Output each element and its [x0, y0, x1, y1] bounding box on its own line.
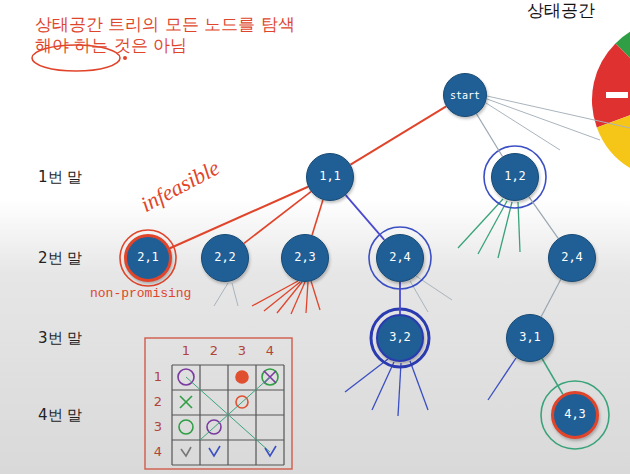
node-label: 3,1	[519, 331, 541, 344]
board-number: 4	[154, 444, 162, 460]
hand-ring	[484, 146, 546, 208]
tree-node: 2,3	[281, 234, 329, 282]
row-label: 3번 말	[38, 329, 82, 348]
node-label: 1,2	[504, 170, 526, 183]
node-label: 2,1	[137, 251, 159, 264]
board-frame	[145, 338, 292, 469]
board-number: 1	[182, 343, 190, 359]
branch-line	[372, 362, 394, 410]
hand-dot	[123, 56, 127, 60]
tree-edge	[346, 195, 385, 240]
branch-line	[488, 358, 516, 400]
diagonal-mark	[186, 377, 270, 452]
tick-mark	[209, 446, 220, 456]
tree-node: 2,4	[376, 234, 424, 282]
fan-line	[311, 281, 320, 310]
blue-branches	[345, 358, 516, 416]
branch-line	[214, 283, 228, 306]
branch-line	[498, 202, 512, 258]
board-grid	[172, 365, 284, 465]
board-number: 2	[210, 343, 218, 359]
board-number: 1	[154, 369, 162, 385]
tree-edge	[312, 200, 323, 235]
branch-line	[398, 363, 401, 416]
row-label: 4번 말	[38, 406, 82, 425]
hand-note: infeasible	[136, 154, 224, 218]
tree-node: 1,1	[306, 153, 354, 201]
branch-line	[458, 199, 503, 248]
hand-ring	[371, 309, 429, 367]
hand-note: non-promising	[90, 286, 191, 302]
board-number: 3	[154, 419, 162, 435]
hand-ring	[369, 227, 431, 289]
tree-node: 2,1	[124, 234, 172, 282]
fan-line	[306, 282, 308, 313]
grid-line	[171, 365, 172, 465]
tick-mark	[181, 447, 191, 456]
queen-mark	[236, 371, 248, 383]
board-number: 3	[238, 343, 246, 359]
node-label: 2,4	[389, 251, 411, 264]
fan-line	[291, 282, 305, 314]
tree-edge	[542, 359, 563, 395]
branch-lines	[214, 96, 630, 312]
grid-line	[283, 365, 284, 465]
branch-line	[410, 361, 428, 410]
tree-edge	[351, 106, 447, 164]
node-label: 2,2	[214, 251, 236, 264]
slide-title: 상태공간	[527, 0, 595, 21]
hand-ring	[541, 381, 609, 449]
node-label: 4,3	[564, 408, 586, 421]
tree-edge	[541, 279, 561, 317]
pruned-fan	[252, 281, 320, 314]
cross-mark	[180, 396, 192, 408]
node-label: 3,2	[389, 331, 411, 344]
node-label: 2,4	[561, 251, 583, 264]
tick-mark	[265, 446, 276, 456]
node-label: 2,3	[294, 251, 316, 264]
tree-node: 2,4	[548, 234, 596, 282]
branch-line	[478, 201, 507, 254]
hand-ring	[120, 230, 176, 286]
tree-node: 3,2	[376, 314, 424, 362]
branch-line	[487, 96, 630, 128]
tree-node: 2,2	[201, 234, 249, 282]
wheel-slice	[597, 100, 630, 169]
branch-line	[518, 202, 520, 252]
board-marks	[178, 369, 278, 456]
node-label: start	[450, 90, 480, 101]
diagonal-mark	[200, 377, 270, 440]
branch-line	[345, 359, 388, 392]
row-label: 2번 말	[38, 249, 82, 268]
branch-line	[232, 283, 238, 306]
node-label: 1,1	[319, 170, 341, 183]
cross-mark	[180, 396, 192, 408]
tree-node: 3,1	[506, 314, 554, 362]
tree-edge	[399, 282, 401, 314]
row-label: 1번 말	[38, 168, 82, 187]
tree-edge	[476, 114, 502, 157]
wheel-slice	[592, 43, 630, 127]
note-text: 상태공간 트리의 모든 노드를 탐색해야 하는 것은 아님	[35, 14, 297, 57]
branch-line	[487, 99, 600, 140]
check-mark	[179, 420, 193, 434]
tree-node: 1,2	[491, 153, 539, 201]
board-number: 2	[154, 394, 162, 410]
wheel-mark	[606, 92, 628, 98]
tree-node: start	[443, 73, 487, 117]
grid-line	[199, 365, 200, 465]
board-number: 4	[266, 343, 274, 359]
tree-node: 4,3	[551, 391, 599, 439]
tree-edge	[529, 197, 558, 239]
grid-line	[255, 365, 256, 465]
